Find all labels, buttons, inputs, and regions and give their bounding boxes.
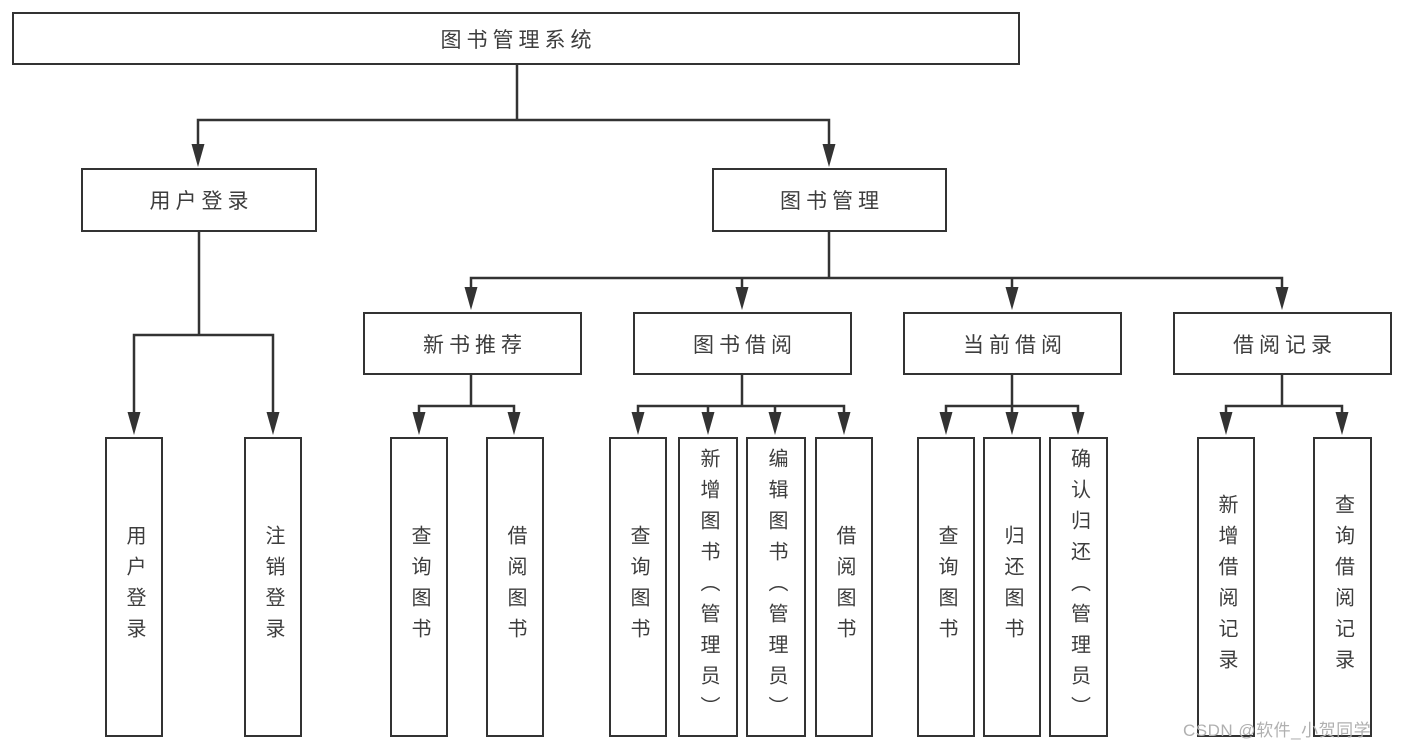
- node-root-library-system: 图书管理系统: [12, 12, 1020, 65]
- node-label: 用户登录: [149, 190, 254, 213]
- arrow-down-icon: [701, 412, 715, 435]
- arrow-down-icon: [191, 144, 205, 167]
- arrow-down-icon: [1005, 412, 1019, 435]
- arrow-down-icon: [939, 412, 953, 435]
- leaf-rec-query-books: 查询图书: [390, 437, 448, 737]
- leaf-cb-query-books: 查询图书: [917, 437, 975, 737]
- node-label: 查询图书: [627, 525, 649, 649]
- node-label: 编辑图书（管理员）: [765, 447, 787, 727]
- leaf-bb-query-books: 查询图书: [609, 437, 667, 737]
- leaf-logout-login: 注销登录: [244, 437, 302, 737]
- leaf-cb-confirm-return-admin: 确认归还（管理员）: [1049, 437, 1108, 737]
- arrow-down-icon: [735, 287, 749, 310]
- arrow-down-icon: [822, 144, 836, 167]
- arrow-down-icon: [768, 412, 782, 435]
- node-label: 确认归还（管理员）: [1067, 447, 1090, 727]
- node-book-management: 图书管理: [712, 168, 947, 232]
- leaf-br-query-record: 查询借阅记录: [1313, 437, 1372, 737]
- arrow-down-icon: [127, 412, 141, 435]
- csdn-watermark: CSDN @软件_小贺同学: [1183, 721, 1372, 740]
- leaf-bb-add-books-admin: 新增图书（管理员）: [678, 437, 738, 737]
- leaf-bb-borrow-books: 借阅图书: [815, 437, 873, 737]
- node-book-borrowing: 图书借阅: [633, 312, 852, 375]
- node-label: 图书管理系统: [440, 28, 597, 52]
- node-label: 借阅图书: [504, 525, 526, 649]
- node-label: 借阅记录: [1233, 333, 1337, 357]
- arrow-down-icon: [837, 412, 851, 435]
- node-label: 查询图书: [935, 525, 957, 649]
- arrow-down-icon: [507, 412, 521, 435]
- node-label: 新增借阅记录: [1215, 494, 1237, 680]
- arrow-down-icon: [1071, 412, 1085, 435]
- node-label: 查询图书: [408, 525, 430, 649]
- leaf-user-login: 用户登录: [105, 437, 163, 737]
- node-label: 查询借阅记录: [1331, 494, 1354, 680]
- arrow-down-icon: [1219, 412, 1233, 435]
- node-label: 图书借阅: [693, 333, 797, 357]
- arrow-down-icon: [631, 412, 645, 435]
- leaf-rec-borrow-books: 借阅图书: [486, 437, 544, 737]
- connector-lines: [132, 63, 1344, 415]
- arrowhead-icons: [127, 144, 1349, 435]
- leaf-br-add-record: 新增借阅记录: [1197, 437, 1255, 737]
- arrow-down-icon: [412, 412, 426, 435]
- node-label: 新增图书（管理员）: [697, 447, 719, 727]
- node-label: 新书推荐: [423, 333, 527, 357]
- node-label: 当前借阅: [963, 333, 1067, 357]
- arrow-down-icon: [1335, 412, 1349, 435]
- arrow-down-icon: [266, 412, 280, 435]
- node-borrowing-records: 借阅记录: [1173, 312, 1392, 375]
- node-label: 图书管理: [780, 190, 884, 213]
- node-user-login: 用户登录: [81, 168, 317, 232]
- node-label: 归还图书: [1001, 525, 1023, 649]
- node-label: 用户登录: [123, 525, 145, 649]
- arrow-down-icon: [1275, 287, 1289, 310]
- node-current-borrowing: 当前借阅: [903, 312, 1122, 375]
- arrow-down-icon: [464, 287, 478, 310]
- node-label: 注销登录: [262, 525, 284, 649]
- arrow-down-icon: [1005, 287, 1019, 310]
- node-label: 借阅图书: [833, 525, 855, 649]
- leaf-cb-return-books: 归还图书: [983, 437, 1041, 737]
- leaf-bb-edit-books-admin: 编辑图书（管理员）: [746, 437, 806, 737]
- node-new-book-recommend: 新书推荐: [363, 312, 582, 375]
